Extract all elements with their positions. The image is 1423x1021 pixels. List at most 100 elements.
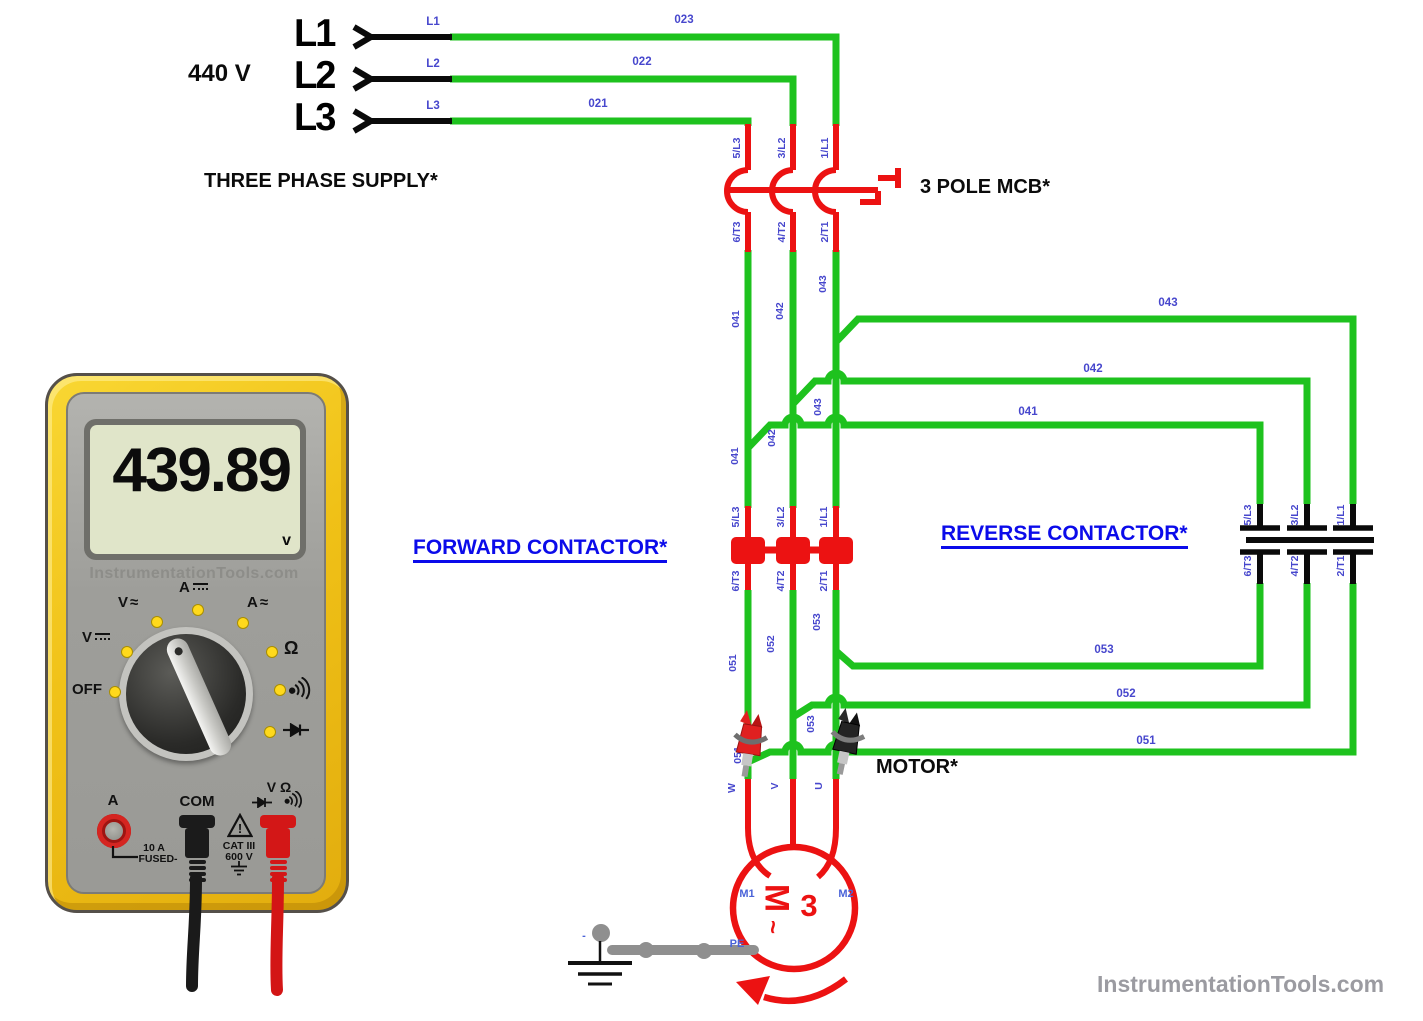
dial-dot-adc [192,604,204,616]
dial-label-vac: V≈ [118,594,138,611]
reverse-contactor-link[interactable]: REVERSE CONTACTOR* [941,522,1188,549]
wire-number: 041 [1018,406,1038,418]
contactor-terminal-label: 3/L2 [1289,504,1301,526]
motor-phase-label: W [726,783,738,793]
dial-dot-vac [151,616,163,628]
dial-dot-aac [237,617,249,629]
contactor-terminal-label: 1/L1 [818,506,830,528]
wire-023 [450,33,840,126]
dial-label-vdc: V [82,629,111,646]
dial-dot-ohm [266,646,278,658]
terminal-tag: L1 [426,16,440,28]
contactor-terminal-label: 6/T3 [730,570,742,592]
contact-block-icon [731,537,765,564]
motor-phase-label: V [769,782,781,790]
wire-number: 022 [632,56,652,68]
forward-contactor-symbol[interactable] [731,506,853,590]
ac-symbol-icon: ≈ [259,594,269,611]
wire-053-return [833,583,1264,670]
mcb-terminal-label: 3/L2 [776,137,788,159]
lcd-display: 439.89 v [90,425,300,554]
wire-041-branch [745,413,1264,504]
dial-dot-off [109,686,121,698]
dial-dot-continuity [274,684,286,696]
meter-brand-text: InstrumentationTools.com [89,565,299,582]
wire-022 [450,75,797,126]
wire-043-branch [833,315,1357,504]
wire-021 [450,117,752,126]
motor-symbol [729,779,859,973]
contact-block-icon [776,537,810,564]
svg-text:!: ! [238,821,242,836]
motor-3-glyph: 3 [800,888,818,923]
contactor-terminal-label: 5/L3 [1242,504,1254,526]
motor-circle [729,843,859,973]
terminal-tag: L2 [426,58,440,70]
terminal-arrow-icon [352,108,377,134]
wire-number: 042 [1083,363,1103,375]
wire-number: 052 [1116,688,1136,700]
diode-symbol-icon [252,797,272,808]
wire-number: 053 [805,715,817,733]
terminal-arrow-icon [352,66,377,92]
motor-terminal-m2: M2 [838,888,854,900]
wire-number: 051 [727,654,739,672]
wire-number: 042 [774,302,786,320]
dial-dot-vdc [121,646,133,658]
motor-m-glyph: M [757,883,796,913]
fuse-line-icon [111,846,138,859]
motor-terminal-m1: M1 [739,888,755,900]
contact-block-icon [819,537,853,564]
mcb-terminal-label: 2/T1 [819,221,831,243]
rotation-arrow-icon [736,976,848,1005]
breaker-pole-icon [724,167,749,215]
contactor-terminal-label: 5/L3 [730,506,742,528]
contactor-terminal-label: 4/T2 [1289,555,1301,577]
dial-label-off: OFF [72,681,102,698]
terminal-arrow-icon [352,24,377,50]
dial-dot-diode [264,726,276,738]
forward-contactor-link[interactable]: FORWARD CONTACTOR* [413,536,668,563]
dial-label-aac: A≈ [247,594,268,611]
contactor-terminal-label: 4/T2 [775,570,787,592]
wire-number: 053 [811,613,823,631]
reverse-contactor-symbol[interactable] [1240,504,1374,584]
wire-number: 043 [817,275,829,293]
port-com-label: COM [179,793,215,810]
v-label: V [82,629,93,646]
dc-symbol-icon [192,583,208,590]
a-label: A [179,579,190,596]
terminal-tag: L3 [426,100,440,112]
green-wires [450,33,1357,779]
mcb-title: 3 POLE MCB* [920,176,1051,198]
dc-symbol-icon [95,633,111,640]
warning-triangle-icon: ! [227,813,253,838]
continuity-sound-icon [288,677,311,700]
port-a-jack[interactable] [97,814,131,848]
motor-terminal-pe: PE [729,938,745,950]
wire-number: 021 [588,98,608,110]
supply-terminal-l2: L2 [294,54,336,98]
v-label: V [118,594,129,611]
lcd-unit: v [282,532,291,549]
earth-connection [568,924,759,986]
pointer-dot [173,646,184,657]
voltage-rating: 600 V [225,851,253,863]
port-a-label: A [107,792,119,809]
com-plug[interactable] [179,815,215,882]
fuse-amp-rating: 10 A [143,842,165,854]
watermark: InstrumentationTools.com [1097,971,1385,997]
wire-number: 043 [812,398,824,416]
supply-terminals [352,24,452,134]
fused-label: FUSED- [138,853,178,865]
ac-symbol-icon: ≈ [130,594,139,611]
wire-number: 041 [730,310,742,328]
contactor-terminal-label: 1/L1 [1335,504,1347,526]
earth-minus-mark: - [582,930,586,942]
wire-number: 051 [1136,735,1156,747]
vohm-plug[interactable] [260,815,296,882]
mcb-handle[interactable] [860,168,901,205]
mcb-terminal-label: 6/T3 [731,221,743,243]
contactor-terminal-label: 2/T1 [1335,555,1347,577]
